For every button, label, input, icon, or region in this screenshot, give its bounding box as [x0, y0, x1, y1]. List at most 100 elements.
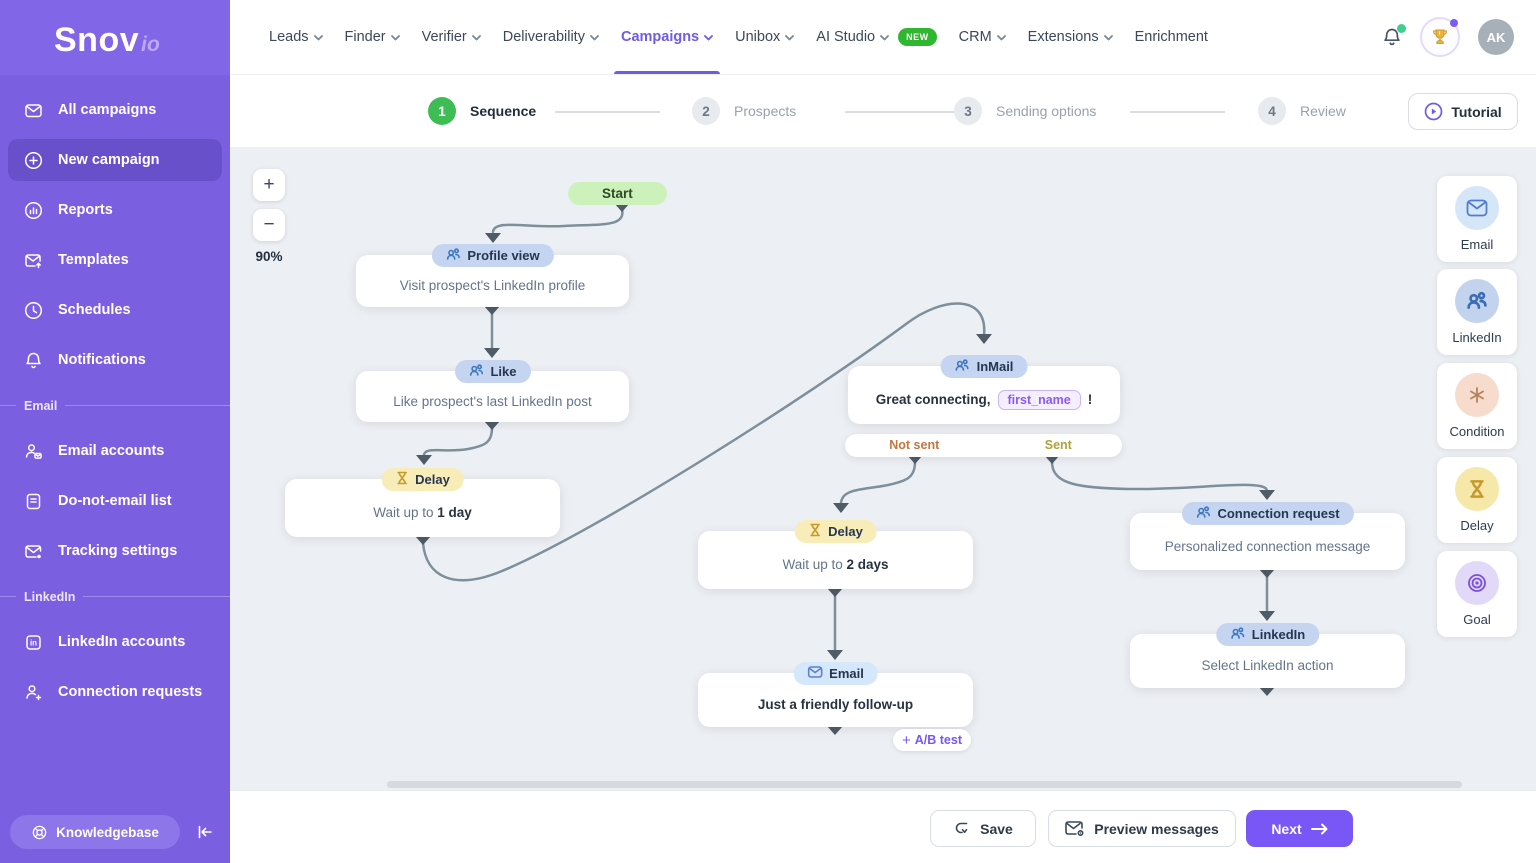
- plus-circle-icon: [24, 151, 43, 170]
- svg-text:in: in: [30, 638, 37, 647]
- people-icon: [1455, 279, 1499, 323]
- email-node[interactable]: Email Just a friendly follow-up: [698, 662, 973, 727]
- user-avatar[interactable]: AK: [1478, 19, 1514, 55]
- start-node[interactable]: Start: [568, 182, 667, 205]
- like-node[interactable]: Like Like prospect's last LinkedIn post: [356, 360, 629, 422]
- node-description: Visit prospect's LinkedIn profile: [399, 278, 586, 293]
- save-button[interactable]: Save: [930, 810, 1036, 847]
- zoom-out-button[interactable]: −: [253, 209, 285, 241]
- next-button[interactable]: Next: [1246, 810, 1353, 847]
- step-2-circle[interactable]: 2: [692, 97, 720, 125]
- sidebar-item-reports[interactable]: Reports: [0, 185, 230, 235]
- chevron-down-icon: [590, 29, 599, 45]
- knowledgebase-label: Knowledgebase: [56, 824, 159, 840]
- sidebar-item-all-campaigns[interactable]: All campaigns: [0, 85, 230, 135]
- new-badge: NEW: [898, 28, 937, 46]
- step-3-circle[interactable]: 3: [954, 97, 982, 125]
- branch-not-sent[interactable]: Not sent: [889, 438, 940, 452]
- chevron-down-icon: [996, 29, 1006, 45]
- nav-enrichment[interactable]: Enrichment: [1134, 29, 1208, 45]
- step-4-label[interactable]: Review: [1300, 103, 1346, 119]
- report-chart-icon: [24, 201, 43, 220]
- chevron-down-icon: [1103, 29, 1113, 45]
- logo[interactable]: Snov io: [0, 0, 230, 75]
- lifebuoy-icon: [31, 824, 48, 841]
- palette-linkedin[interactable]: LinkedIn: [1437, 269, 1517, 355]
- node-description: Wait up to 2 days: [782, 557, 889, 572]
- delay-1-node[interactable]: Delay Wait up to 1 day: [285, 468, 560, 537]
- palette-goal[interactable]: Goal: [1437, 551, 1517, 637]
- delay-2-node[interactable]: Delay Wait up to 2 days: [698, 520, 973, 589]
- palette-condition[interactable]: Condition: [1437, 363, 1517, 449]
- sidebar: Snov io All campaigns New campaign Repor…: [0, 0, 230, 863]
- email-icon: [1455, 186, 1499, 230]
- knowledgebase-button[interactable]: Knowledgebase: [10, 815, 180, 849]
- people-icon: [468, 363, 483, 381]
- footer-bar: Save Preview messages Next: [230, 790, 1536, 863]
- palette-email[interactable]: Email: [1437, 176, 1517, 262]
- achievements-trophy-icon[interactable]: [1420, 17, 1460, 57]
- notifications-bell-icon[interactable]: [1382, 23, 1406, 48]
- nav-campaigns[interactable]: Campaigns: [610, 0, 724, 74]
- sidebar-item-email-accounts[interactable]: Email accounts: [0, 426, 230, 476]
- sidebar-item-label: Notifications: [58, 352, 146, 368]
- sidebar-item-do-not-email-list[interactable]: Do-not-email list: [0, 476, 230, 526]
- sidebar-item-tracking-settings[interactable]: Tracking settings: [0, 526, 230, 576]
- nav-leads[interactable]: Leads: [258, 0, 334, 74]
- brand-name: Snov: [54, 21, 140, 59]
- zoom-in-button[interactable]: +: [253, 169, 285, 201]
- nav-finder[interactable]: Finder: [334, 0, 411, 74]
- sidebar-item-new-campaign[interactable]: New campaign: [8, 139, 222, 181]
- first-name-variable-chip[interactable]: first_name: [997, 389, 1081, 410]
- inmail-body-text: Great connecting,: [875, 392, 991, 407]
- chevron-down-icon: [471, 29, 481, 45]
- condition-asterisk-icon: [1455, 373, 1499, 417]
- linkedin-action-node[interactable]: LinkedIn Select LinkedIn action: [1130, 623, 1405, 688]
- step-4-circle[interactable]: 4: [1258, 97, 1286, 125]
- nav-crm[interactable]: CRM: [948, 0, 1017, 74]
- step-2-label[interactable]: Prospects: [734, 103, 797, 119]
- nav-deliverability[interactable]: Deliverability: [492, 0, 610, 74]
- nav-extensions[interactable]: Extensions: [1017, 0, 1124, 74]
- delay-pill: Delay: [794, 520, 877, 543]
- hourglass-icon: [808, 523, 821, 540]
- email-pill: Email: [793, 662, 878, 685]
- horizontal-scrollbar[interactable]: [387, 781, 1462, 788]
- ab-test-button[interactable]: + A/B test: [893, 729, 971, 751]
- inmail-node[interactable]: InMail Great connecting, first_name !: [848, 355, 1120, 424]
- sidebar-item-linkedin-accounts[interactable]: in LinkedIn accounts: [0, 617, 230, 667]
- campaign-stepper: 1 Sequence 2 Prospects 3 Sending options…: [230, 75, 1536, 147]
- save-icon: [953, 820, 971, 837]
- top-navigation: Leads Finder Verifier Deliverability Cam…: [230, 0, 1536, 75]
- zoom-level: 90%: [255, 249, 283, 264]
- nav-verifier[interactable]: Verifier: [411, 0, 492, 74]
- person-plus-icon: [24, 683, 43, 702]
- nav-unibox[interactable]: Unibox: [724, 0, 805, 74]
- palette-delay[interactable]: Delay: [1437, 457, 1517, 543]
- brand-suffix: io: [141, 33, 160, 56]
- profile-view-node[interactable]: Profile view Visit prospect's LinkedIn p…: [356, 244, 629, 307]
- sidebar-item-schedules[interactable]: Schedules: [0, 285, 230, 335]
- preview-messages-button[interactable]: Preview messages: [1048, 810, 1236, 847]
- trophy-dot: [1450, 19, 1458, 27]
- envelope-dot-icon: [24, 542, 43, 561]
- people-icon: [1195, 505, 1210, 523]
- sidebar-item-templates[interactable]: Templates: [0, 235, 230, 285]
- collapse-sidebar-icon[interactable]: [194, 822, 214, 842]
- inmail-branch-bar: Not sent Sent: [845, 434, 1122, 457]
- sequence-canvas[interactable]: + − 90% Start Profile view Visit prospec…: [230, 147, 1536, 790]
- connection-request-pill: Connection request: [1181, 502, 1354, 525]
- sidebar-item-connection-requests[interactable]: Connection requests: [0, 667, 230, 717]
- sidebar-item-notifications[interactable]: Notifications: [0, 335, 230, 385]
- hourglass-icon: [395, 471, 408, 488]
- sidebar-item-label: Templates: [58, 252, 129, 268]
- step-1-label[interactable]: Sequence: [470, 103, 537, 119]
- step-3-label[interactable]: Sending options: [996, 103, 1097, 119]
- connection-request-node[interactable]: Connection request Personalized connecti…: [1130, 502, 1405, 570]
- branch-sent[interactable]: Sent: [1044, 438, 1072, 452]
- tutorial-button[interactable]: Tutorial: [1408, 93, 1518, 130]
- step-1-circle[interactable]: 1: [428, 97, 456, 125]
- node-description: Select LinkedIn action: [1201, 658, 1334, 673]
